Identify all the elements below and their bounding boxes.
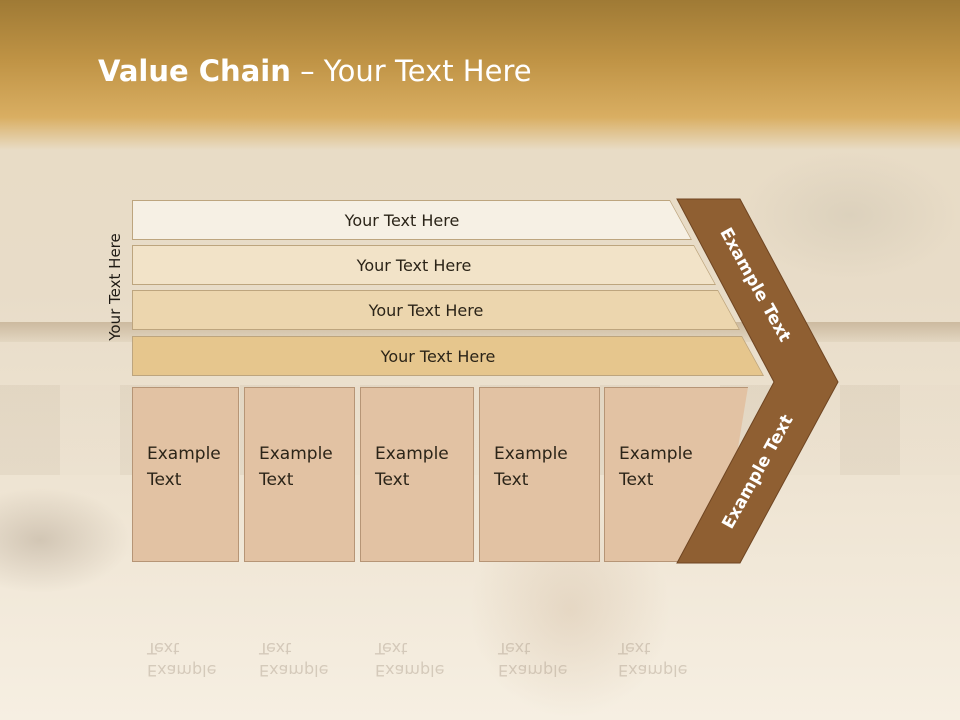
title-bold: Value Chain — [98, 54, 291, 88]
bar-3-label: Your Text Here — [368, 300, 484, 320]
bar-3-outline — [132, 290, 740, 330]
column-1[interactable]: Example Text — [132, 387, 239, 562]
bar-4[interactable]: Your Text Here — [132, 336, 764, 376]
column-4[interactable]: Example Text — [479, 387, 600, 562]
bar-2-label: Your Text Here — [356, 255, 472, 275]
value-chevron[interactable] — [676, 198, 841, 565]
bar-4-label: Your Text Here — [380, 346, 496, 366]
bar-1[interactable]: Your Text Here — [132, 200, 692, 240]
chevron-shape — [676, 198, 839, 564]
title-rest: – Your Text Here — [290, 54, 532, 88]
header-band — [0, 0, 960, 150]
column-3[interactable]: Example Text — [360, 387, 474, 562]
slide-title[interactable]: Value Chain – Your Text Here — [98, 54, 532, 88]
column-2[interactable]: Example Text — [244, 387, 355, 562]
bar-2-outline — [132, 245, 716, 285]
bar-1-outline — [132, 200, 692, 240]
bar-2[interactable]: Your Text Here — [132, 245, 716, 285]
bar-4-outline — [132, 336, 764, 376]
bar-3[interactable]: Your Text Here — [132, 290, 740, 330]
side-label[interactable]: Your Text Here — [106, 233, 124, 341]
bar-1-label: Your Text Here — [344, 210, 460, 230]
